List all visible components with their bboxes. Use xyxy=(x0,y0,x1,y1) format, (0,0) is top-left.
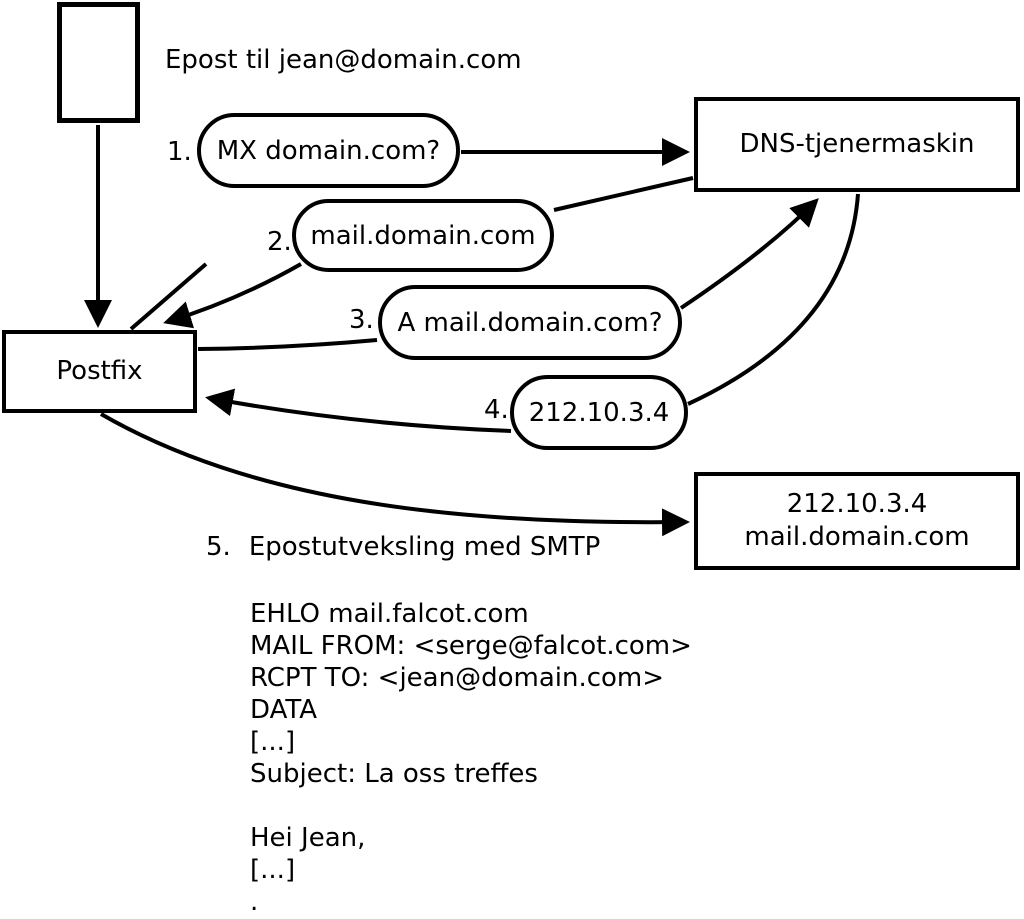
postfix-box: Postfix xyxy=(2,330,197,413)
step-number-5: 5. xyxy=(206,532,231,562)
dns-server-box: DNS-tjenermaskin xyxy=(694,97,1020,192)
postfix-label: Postfix xyxy=(56,356,143,386)
line-dns-to-pill4 xyxy=(687,193,860,406)
smtp-line: RCPT TO: <jean@domain.com> xyxy=(250,663,665,693)
line-postfix-to-pill1 xyxy=(129,262,208,331)
smtp-line: DATA xyxy=(250,695,317,725)
arrow-pill2-to-postfix xyxy=(163,262,302,329)
email-title-label: Epost til jean@domain.com xyxy=(165,45,522,75)
step-number-1: 1. xyxy=(167,137,192,167)
dns-server-label: DNS-tjenermaskin xyxy=(739,129,975,159)
pill-mx-query: MX domain.com? xyxy=(197,113,460,188)
step-number-3: 3. xyxy=(349,305,374,335)
mail-client-box xyxy=(57,2,140,123)
smtp-line: Hei Jean, xyxy=(250,823,366,853)
mail-server-ip-label: 212.10.3.4 xyxy=(786,489,928,519)
pill-a-answer: 212.10.3.4 xyxy=(510,375,688,450)
arrow-pill4-to-postfix xyxy=(205,388,512,433)
pill-a-query: A mail.domain.com? xyxy=(378,285,682,360)
line-postfix-to-pill3 xyxy=(197,338,378,351)
mail-server-host-label: mail.domain.com xyxy=(744,522,970,552)
step-5-label: Epostutveksling med SMTP xyxy=(248,532,601,562)
arrow-pill3-to-dns xyxy=(679,198,819,310)
mail-server-box: 212.10.3.4 mail.domain.com xyxy=(694,472,1020,570)
smtp-line: [...] xyxy=(250,727,296,757)
smtp-line: Subject: La oss treffes xyxy=(250,759,538,789)
pill-mx-answer: mail.domain.com xyxy=(292,199,554,272)
smtp-line: [...] xyxy=(250,855,296,885)
smtp-line-blank xyxy=(250,790,692,822)
smtp-line: EHLO mail.falcot.com xyxy=(250,599,529,629)
smtp-line: MAIL FROM: <serge@falcot.com> xyxy=(250,631,692,661)
step-number-2: 2. xyxy=(267,227,292,257)
line-dns-to-pill2 xyxy=(553,176,694,212)
step-number-4: 4. xyxy=(484,395,509,425)
smtp-session-block: EHLO mail.falcot.com MAIL FROM: <serge@f… xyxy=(250,598,692,918)
smtp-line-terminator: . xyxy=(250,887,259,917)
step-5-caption: 5. Epostutveksling med SMTP xyxy=(206,531,600,563)
arrow-postfix-to-mailserver xyxy=(100,412,690,537)
